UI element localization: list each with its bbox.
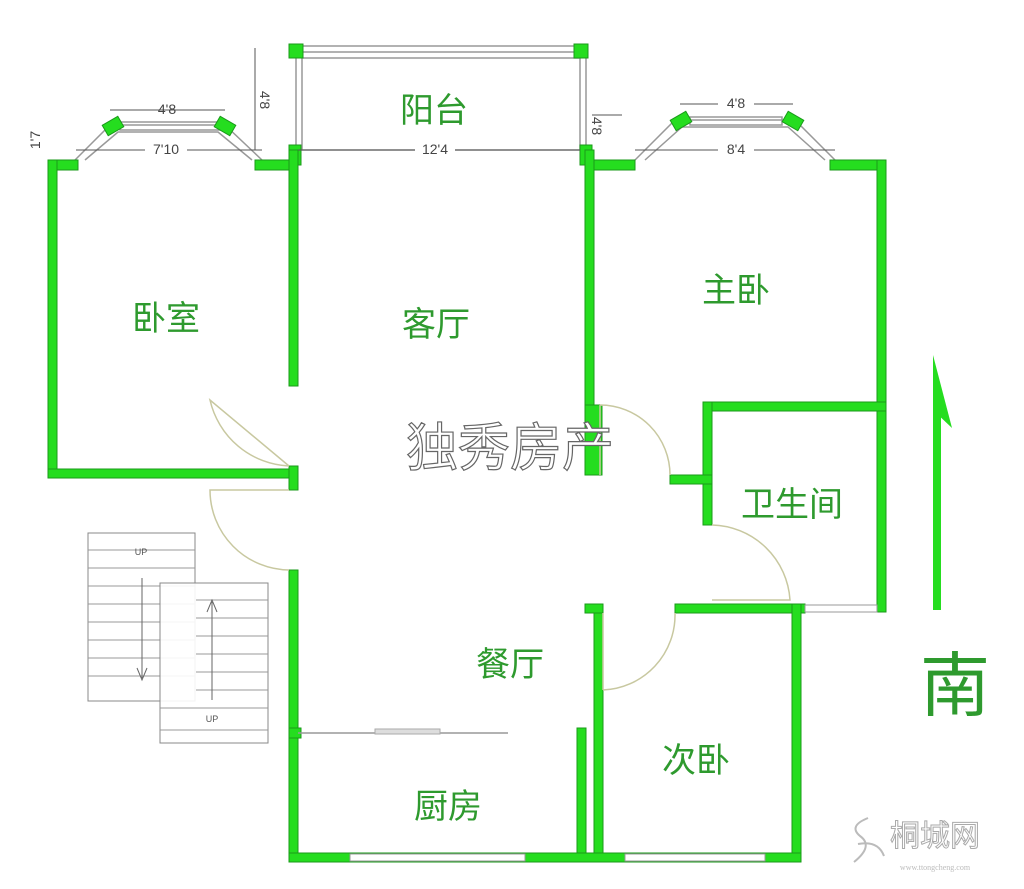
dim-master-bay-outer: 8'4: [727, 141, 745, 157]
doors: [208, 397, 791, 691]
arrow-up-icon: [933, 355, 952, 610]
room-label-bedroom: 卧室: [132, 299, 200, 339]
master-bay-window: [634, 110, 836, 161]
logo-url: www.ttongcheng.com: [900, 863, 971, 872]
room-label-kitchen: 厨房: [414, 787, 482, 827]
dim-bedroom-bay-depth: 1'7: [27, 131, 43, 149]
windows: [298, 604, 878, 862]
stairs-up-arrow-icon: [206, 598, 218, 700]
room-label-second-bedroom: 次卧: [662, 741, 730, 781]
room-label-bathroom: 卫生间: [741, 485, 843, 525]
dim-master-bay-inner: 4'8: [727, 95, 745, 111]
stairs-up-label: UP: [135, 547, 148, 557]
bedroom-bay-window: [74, 115, 263, 161]
orientation-label: 南: [920, 645, 990, 727]
stairs-down-arrow-icon: [136, 578, 148, 682]
logo-text: 桐城网: [890, 819, 980, 854]
walls: [47, 149, 887, 863]
dim-balcony-side: 4'8: [589, 117, 605, 135]
stairs-up-label: UP: [206, 714, 219, 724]
dim-balcony-width: 12'4: [422, 141, 448, 157]
room-label-dining-room: 餐厅: [476, 645, 544, 685]
dim-bedroom-bay-outer: 7'10: [153, 141, 179, 157]
stairs: UP UP: [87, 532, 269, 744]
room-label-balcony: 阳台: [400, 91, 468, 131]
dim-balcony-depth: 4'8: [257, 91, 273, 109]
center-watermark: 独秀房产: [406, 419, 614, 479]
room-label-living-room: 客厅: [402, 305, 470, 345]
room-label-master-bedroom: 主卧: [702, 271, 770, 311]
site-logo: 桐城网 www.ttongcheng.com: [853, 817, 982, 872]
logo-mark-icon: [853, 817, 885, 863]
dim-bedroom-bay-inner: 4'8: [158, 101, 176, 117]
